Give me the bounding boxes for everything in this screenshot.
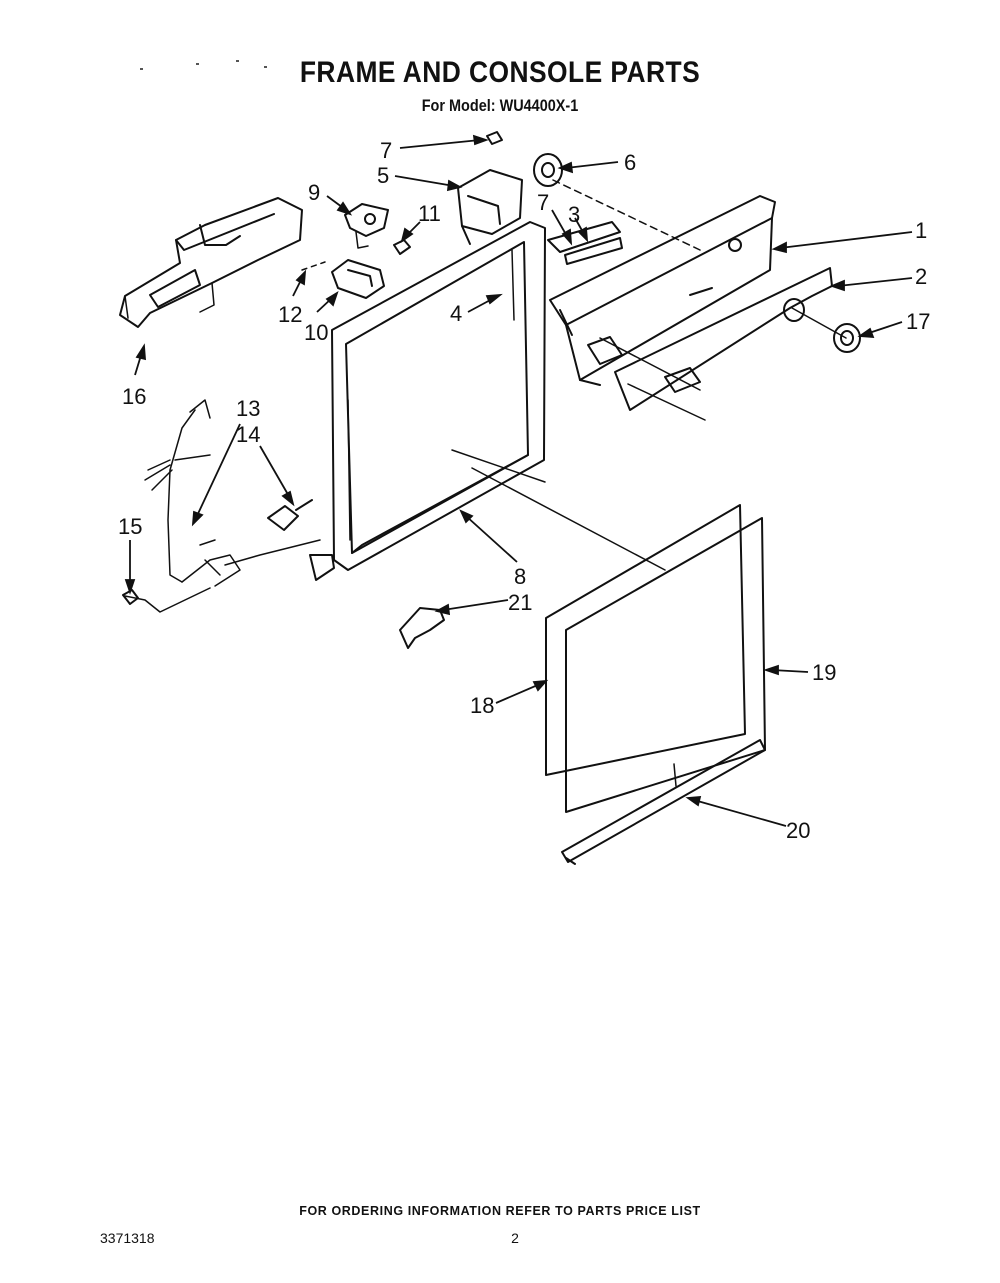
callout-11: 11 [418, 201, 441, 226]
callout-9: 9 [308, 180, 320, 205]
callout-2: 2 [915, 264, 927, 289]
part-14-connector [267, 499, 313, 531]
callout-13: 13 [236, 396, 260, 421]
part-20-trim [561, 739, 766, 865]
part-18-panel [545, 504, 746, 776]
callout-7-second: 7 [537, 190, 549, 215]
callout-5: 5 [377, 163, 389, 188]
callout-15: 15 [118, 514, 142, 539]
part-11-clip [393, 239, 411, 255]
part-17-knob [833, 323, 861, 353]
part-5-latch [457, 169, 523, 245]
alignment-lines [451, 179, 847, 571]
callout-18: 18 [470, 693, 494, 718]
part-8-door-frame [309, 221, 546, 581]
scan-speck [140, 68, 143, 70]
callout-12: 12 [278, 302, 302, 327]
scan-speck [236, 60, 239, 62]
callout-10: 10 [304, 320, 328, 345]
ordering-note: FOR ORDERING INFORMATION REFER TO PARTS … [299, 1204, 701, 1218]
callout-6: 6 [624, 150, 636, 175]
part-12-dashed-line [301, 261, 326, 271]
callout-1: 1 [915, 218, 927, 243]
part-10-bracket [331, 259, 385, 299]
callout-20: 20 [786, 818, 810, 843]
model-line: For Model: WU4400X-1 [421, 96, 579, 115]
part-16-end-bracket [119, 197, 303, 328]
callout-19: 19 [812, 660, 836, 685]
part-21-hinge [399, 607, 445, 649]
page-number: 2 [511, 1230, 519, 1246]
part-9-switch [344, 203, 389, 249]
callout-16: 16 [122, 384, 146, 409]
callout-7: 7 [380, 138, 392, 163]
callout-3: 3 [568, 202, 580, 227]
leader-arrows [124, 134, 913, 827]
part-7-screw-top [486, 131, 503, 145]
scan-speck [196, 63, 199, 65]
scan-speck [264, 66, 267, 68]
part-1-console-panel [549, 195, 776, 386]
callout-17: 17 [906, 309, 930, 334]
callout-4: 4 [450, 301, 462, 326]
part-13-wiring-harness [124, 399, 321, 613]
document-number: 3371318 [100, 1230, 155, 1246]
callout-14: 14 [236, 422, 260, 447]
part-2-overlay [614, 267, 833, 411]
callout-21: 21 [508, 590, 532, 615]
callout-labels: 1 2 3 4 5 6 7 7 8 9 10 11 12 13 14 15 16… [118, 138, 930, 843]
part-3-button-bracket [547, 221, 623, 265]
part-6-knob [533, 153, 563, 187]
callout-8: 8 [514, 564, 526, 589]
diagram-title: FRAME AND CONSOLE PARTS [299, 56, 701, 89]
